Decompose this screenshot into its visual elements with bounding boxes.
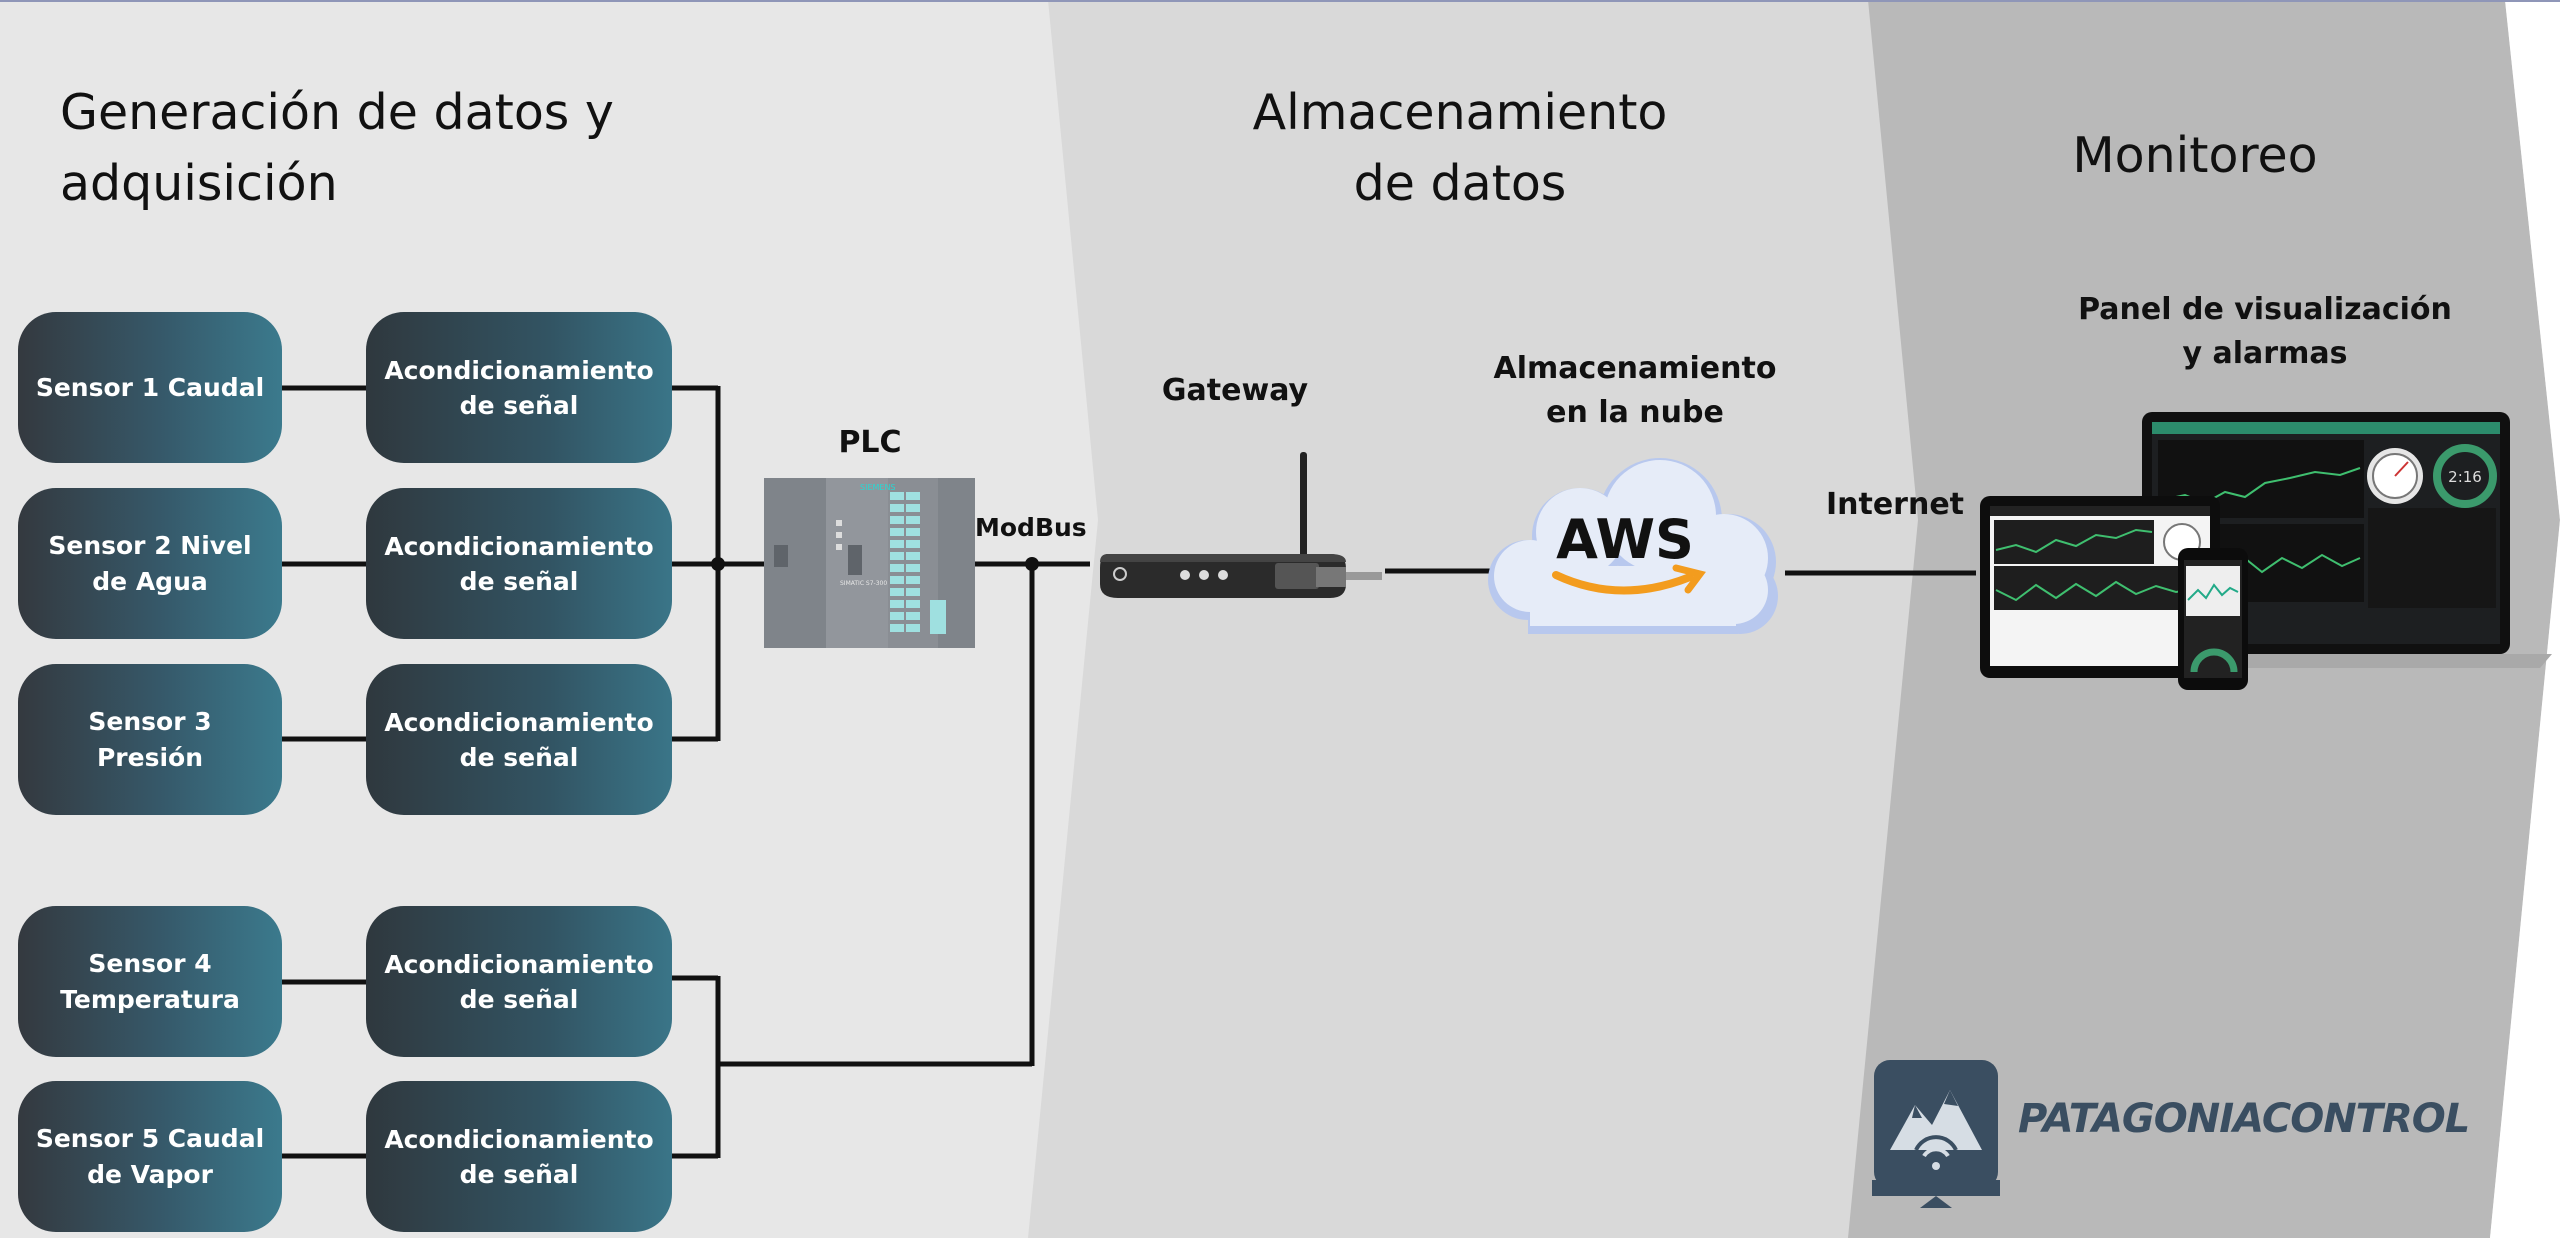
section-title-storage: Almacenamiento de datos	[1180, 77, 1740, 219]
plc-icon: SIEMENS SIMATIC S7-300	[764, 478, 975, 648]
gateway-label: Gateway	[1161, 373, 1309, 408]
right-edge-fill	[2505, 0, 2560, 520]
section-title-monitoring: Monitoreo	[2072, 127, 2318, 184]
conditioning-node-label: Acondicionamiento de señal	[384, 1124, 654, 1189]
sensor-node-label: Sensor 2 Nivel de Agua	[48, 530, 252, 596]
panel-label-line2: y alarmas	[2182, 336, 2348, 371]
cloud-label: Almacenamiento en la nube	[1470, 347, 1800, 435]
internet-label: Internet	[1825, 487, 1965, 522]
sensor-node-3: Sensor 3 Presión	[18, 664, 282, 815]
sensor-node-label: Sensor 3 Presión	[88, 706, 212, 772]
panel-storage	[1028, 0, 1920, 1238]
section-title-storage-line1: Almacenamiento	[1252, 84, 1668, 141]
conditioning-node-4: Acondicionamiento de señal	[366, 906, 672, 1057]
svg-text:SIEMENS: SIEMENS	[860, 483, 896, 492]
modbus-label: ModBus	[975, 513, 1087, 542]
sensor-node-2: Sensor 2 Nivel de Agua	[18, 488, 282, 639]
sensor-node-5: Sensor 5 Caudal de Vapor	[18, 1081, 282, 1232]
sensor-node-label: Sensor 5 Caudal de Vapor	[35, 1123, 265, 1189]
conditioning-node-1: Acondicionamiento de señal	[366, 312, 672, 463]
sensor-node-1: Sensor 1 Caudal	[18, 312, 282, 463]
cloud-icon: AWS	[1488, 458, 1778, 634]
router-icon	[1100, 452, 1382, 598]
conditioning-node-label: Acondicionamiento de señal	[384, 531, 654, 596]
junction-dot-modbus	[1025, 557, 1039, 571]
cloud-label-line2: en la nube	[1546, 395, 1724, 430]
plc-label: PLC	[838, 425, 902, 460]
conditioning-node-2: Acondicionamiento de señal	[366, 488, 672, 639]
svg-text:SIMATIC S7-300: SIMATIC S7-300	[840, 580, 887, 587]
dashboard-devices-icon: 2:16	[1980, 412, 2552, 690]
svg-text:2:16: 2:16	[2448, 468, 2482, 486]
section-title-storage-line2: de datos	[1353, 155, 1567, 212]
conditioning-node-label: Acondicionamiento de señal	[384, 355, 654, 420]
sensor-node-label: Sensor 4 Temperatura	[60, 948, 240, 1014]
logo-icon	[1872, 1060, 2000, 1208]
logo-text: PATAGONIACONTROL	[2018, 1096, 2470, 1142]
panel-label: Panel de visualización y alarmas	[2060, 288, 2470, 376]
conditioning-node-5: Acondicionamiento de señal	[366, 1081, 672, 1232]
sensor-node-label: Sensor 1 Caudal	[35, 372, 265, 402]
panel-label-line1: Panel de visualización	[2078, 292, 2452, 327]
conditioning-node-3: Acondicionamiento de señal	[366, 664, 672, 815]
conditioning-node-label: Acondicionamiento de señal	[384, 707, 654, 772]
junction-dot	[711, 557, 725, 571]
right-edge-fill-bottom	[2490, 520, 2560, 1238]
connector-lines	[282, 385, 1976, 1159]
cloud-label-line1: Almacenamiento	[1493, 351, 1777, 386]
sensor-node-4: Sensor 4 Temperatura	[18, 906, 282, 1057]
svg-text:AWS: AWS	[1556, 508, 1694, 571]
section-title-generation: Generación de datos y adquisición	[60, 84, 614, 212]
conditioning-node-label: Acondicionamiento de señal	[384, 949, 654, 1014]
